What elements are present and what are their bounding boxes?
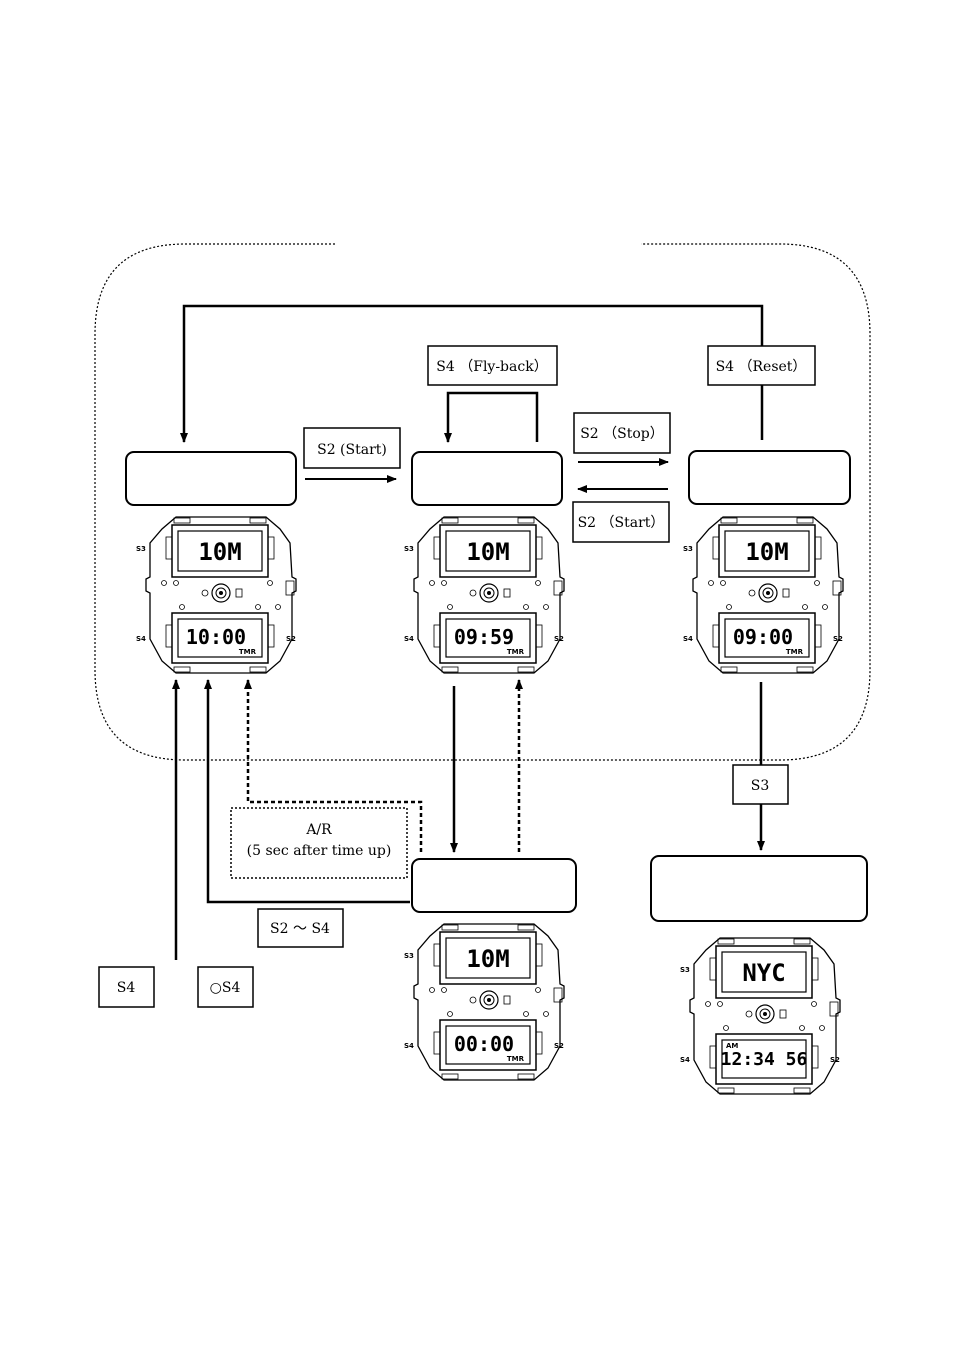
watch-bottom-display: 00:00	[454, 1032, 514, 1056]
button-label-s2: S2	[286, 635, 296, 643]
watch-top-display: 10M	[745, 538, 788, 566]
watch-top-display: 10M	[198, 538, 241, 566]
state-box-running	[411, 451, 563, 506]
button-label-s4: S4	[404, 635, 414, 643]
watch-bottom-display: 09:00	[733, 625, 793, 649]
watch-time-mode: NYC 12:34 56 AM S3 S4 S2	[680, 937, 841, 1095]
button-label-s2: S2	[830, 1056, 840, 1064]
watch-bottom-display: 10:00	[186, 625, 246, 649]
button-label-s4: S4	[404, 1042, 414, 1050]
state-box-time	[650, 855, 868, 922]
watch-bottom-display: 09:59	[454, 625, 514, 649]
watch-stopped: 10M 09:00 TMR S3 S4 S2	[683, 516, 844, 674]
watch-mode-indicator: TMR	[507, 648, 525, 656]
watch-timeup: 10M 00:00 TMR S3 S4 S2	[404, 923, 565, 1081]
label-ar-line1: A/R	[305, 822, 332, 838]
watch-top-display: NYC	[742, 959, 785, 987]
flyback-arrow	[444, 391, 539, 443]
mode-region-outline	[94, 243, 871, 761]
watch-bottom-display: 12:34 56	[721, 1049, 808, 1070]
label-s2-s4: S2 ～ S4	[270, 921, 330, 937]
label-s4-reset: S4 （Reset）	[716, 359, 807, 375]
watch-mode-indicator: TMR	[786, 648, 804, 656]
button-label-s2: S2	[833, 635, 843, 643]
watch-mode-indicator: TMR	[239, 648, 257, 656]
state-box-stopped	[688, 450, 851, 505]
state-box-timeup	[411, 858, 577, 913]
button-label-s2: S2	[554, 1042, 564, 1050]
button-label-s4: S4	[136, 635, 146, 643]
button-label-s3: S3	[683, 545, 693, 553]
label-s2-stop: S2 （Stop）	[580, 426, 664, 442]
s2-s4-return-arrow	[204, 679, 410, 904]
button-label-s3: S3	[136, 545, 146, 553]
watch-running: 10M 09:59 TMR S3 S4 S2	[404, 516, 565, 674]
label-s4-flyback: S4 （Fly-back）	[436, 359, 547, 375]
watch-top-display: 10M	[466, 538, 509, 566]
label-s4: S4	[117, 980, 136, 996]
watch-mode-indicator: TMR	[507, 1055, 525, 1063]
button-label-s4: S4	[680, 1056, 690, 1064]
label-s2-start-bottom: S2 （Start）	[578, 515, 665, 531]
button-label-s2: S2	[554, 635, 564, 643]
label-o-s4: ○S4	[210, 980, 241, 996]
watch-ready: 10M 10:00 TMR S3 S4 S2	[136, 516, 297, 674]
watch-top-display: 10M	[466, 945, 509, 973]
watch-mode-indicator: AM	[726, 1042, 738, 1050]
label-s3: S3	[751, 778, 770, 794]
button-label-s4: S4	[683, 635, 693, 643]
button-label-s3: S3	[404, 952, 414, 960]
state-box-ready	[125, 451, 297, 506]
button-label-s3: S3	[404, 545, 414, 553]
auto-return-arrow	[244, 679, 423, 852]
label-s2-start-top: S2 (Start)	[317, 442, 387, 458]
label-ar-line2: (5 sec after time up)	[247, 843, 392, 859]
button-label-s3: S3	[680, 966, 690, 974]
